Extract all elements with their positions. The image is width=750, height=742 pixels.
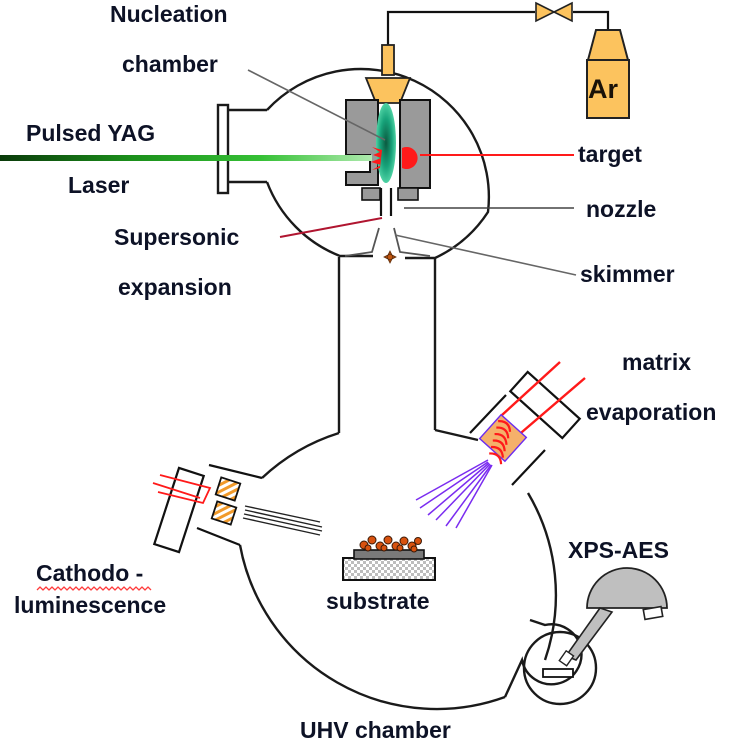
chamber-pointer — [247, 69, 386, 141]
matrix-label: matrix — [622, 349, 691, 375]
skimmer-pointer — [394, 234, 577, 276]
pulsed-yag-label: Pulsed YAG — [26, 120, 155, 146]
cl-flange — [152, 466, 206, 554]
target-label: target — [578, 141, 642, 167]
expansion-label: expansion — [118, 274, 232, 300]
nozzle-label: nozzle — [586, 196, 656, 222]
evaporation-label: evaporation — [586, 399, 716, 425]
skimmer-label: skimmer — [580, 261, 675, 287]
cluster-beam-icon — [383, 250, 397, 264]
uhv-chamber — [238, 428, 668, 711]
xps-port — [503, 618, 583, 698]
cl-lens-upper — [214, 476, 242, 502]
ar-cylinder-neck — [586, 29, 630, 61]
nucleation-chamber-wall — [266, 67, 491, 260]
gas-feed: Ar — [386, 1, 630, 119]
substrate-assembly — [342, 535, 436, 581]
chamber-label: chamber — [122, 51, 218, 77]
supersonic-pointer — [279, 217, 383, 238]
substrate-plate — [353, 549, 425, 560]
xps-aes-label: XPS-AES — [568, 537, 669, 563]
uhv-chamber-label: UHV chamber — [300, 717, 451, 742]
electron-beam-lines — [242, 505, 323, 536]
nucleation-chamber — [216, 67, 491, 260]
target — [402, 147, 418, 170]
cluster-source — [345, 44, 431, 216]
evaporator-flange — [508, 370, 582, 440]
plasma-plume — [376, 103, 396, 183]
ar-label: Ar — [588, 74, 618, 104]
cl-lens-lower — [210, 500, 238, 526]
laser-window-flange — [216, 103, 230, 195]
valve-icon[interactable] — [535, 1, 573, 23]
sample-holder — [542, 668, 574, 678]
pointer-lines — [247, 69, 577, 276]
ar-cylinder — [586, 59, 630, 119]
substrate-base — [342, 557, 436, 581]
xps-analyzer-hemisphere — [586, 567, 668, 609]
substrate-label: substrate — [326, 588, 430, 614]
gas-inlet-pipe — [381, 44, 395, 76]
nozzle — [379, 188, 393, 216]
evaporation-rays — [415, 459, 493, 529]
deposited-clusters — [359, 535, 422, 553]
supersonic-label: Supersonic — [114, 224, 239, 250]
luminescence-label: luminescence — [14, 592, 166, 618]
transfer-tube — [337, 257, 437, 433]
spellcheck-underline — [36, 586, 152, 591]
evaporator-coil — [478, 413, 528, 465]
gas-line — [386, 10, 610, 45]
source-block — [345, 99, 379, 186]
xps-lens-column — [564, 607, 614, 661]
cathodo-label: Cathodo - — [36, 560, 143, 586]
laser-impact-flash — [371, 147, 382, 170]
laser-beam — [0, 155, 372, 161]
xps-sample-stage — [522, 630, 598, 706]
cathodoluminescence-port — [152, 463, 323, 554]
laser-port — [228, 108, 267, 184]
nucleation-label: Nucleation — [110, 1, 228, 27]
matrix-evaporator — [415, 361, 586, 529]
xps-detector — [642, 605, 664, 621]
laser-label: Laser — [68, 172, 129, 198]
uhv-chamber-wall — [238, 428, 558, 711]
